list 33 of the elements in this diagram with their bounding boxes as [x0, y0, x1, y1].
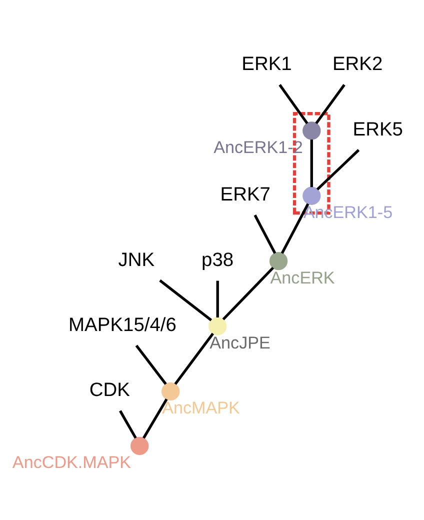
node-label: AncJPE [210, 333, 270, 352]
connector [280, 203, 310, 254]
connector [278, 84, 308, 124]
node-circle [269, 252, 288, 270]
node-label: AncERK1-2 [214, 138, 303, 157]
connector [174, 332, 214, 385]
connector [315, 84, 346, 124]
node-circle [302, 186, 321, 205]
node-circle [130, 436, 149, 456]
connector [254, 214, 276, 254]
connector [316, 149, 360, 190]
node-text: ERK2 [332, 54, 383, 76]
connector [119, 410, 137, 439]
connector [222, 266, 274, 320]
node-text: ERK7 [220, 184, 271, 206]
connector [216, 280, 219, 318]
node-text: ERK5 [352, 119, 404, 140]
node-label: AncERK [270, 268, 335, 288]
node-circle [162, 382, 180, 401]
connector [310, 140, 313, 188]
node-text: CDK [89, 380, 130, 402]
node-label: AncERK1-5 [303, 203, 393, 222]
node-label: AncMAPK [162, 398, 240, 418]
node-text: ERK1 [242, 54, 292, 76]
node-label: AncCDK.MAPK [12, 453, 132, 472]
connector [135, 344, 167, 385]
node-circle [302, 122, 321, 140]
connector [142, 398, 168, 439]
node-text: JNK [118, 250, 155, 271]
connector [159, 279, 212, 322]
node-text: MAPK15/4/6 [68, 314, 176, 336]
node-circle [208, 317, 227, 336]
node-text: p38 [202, 250, 234, 271]
